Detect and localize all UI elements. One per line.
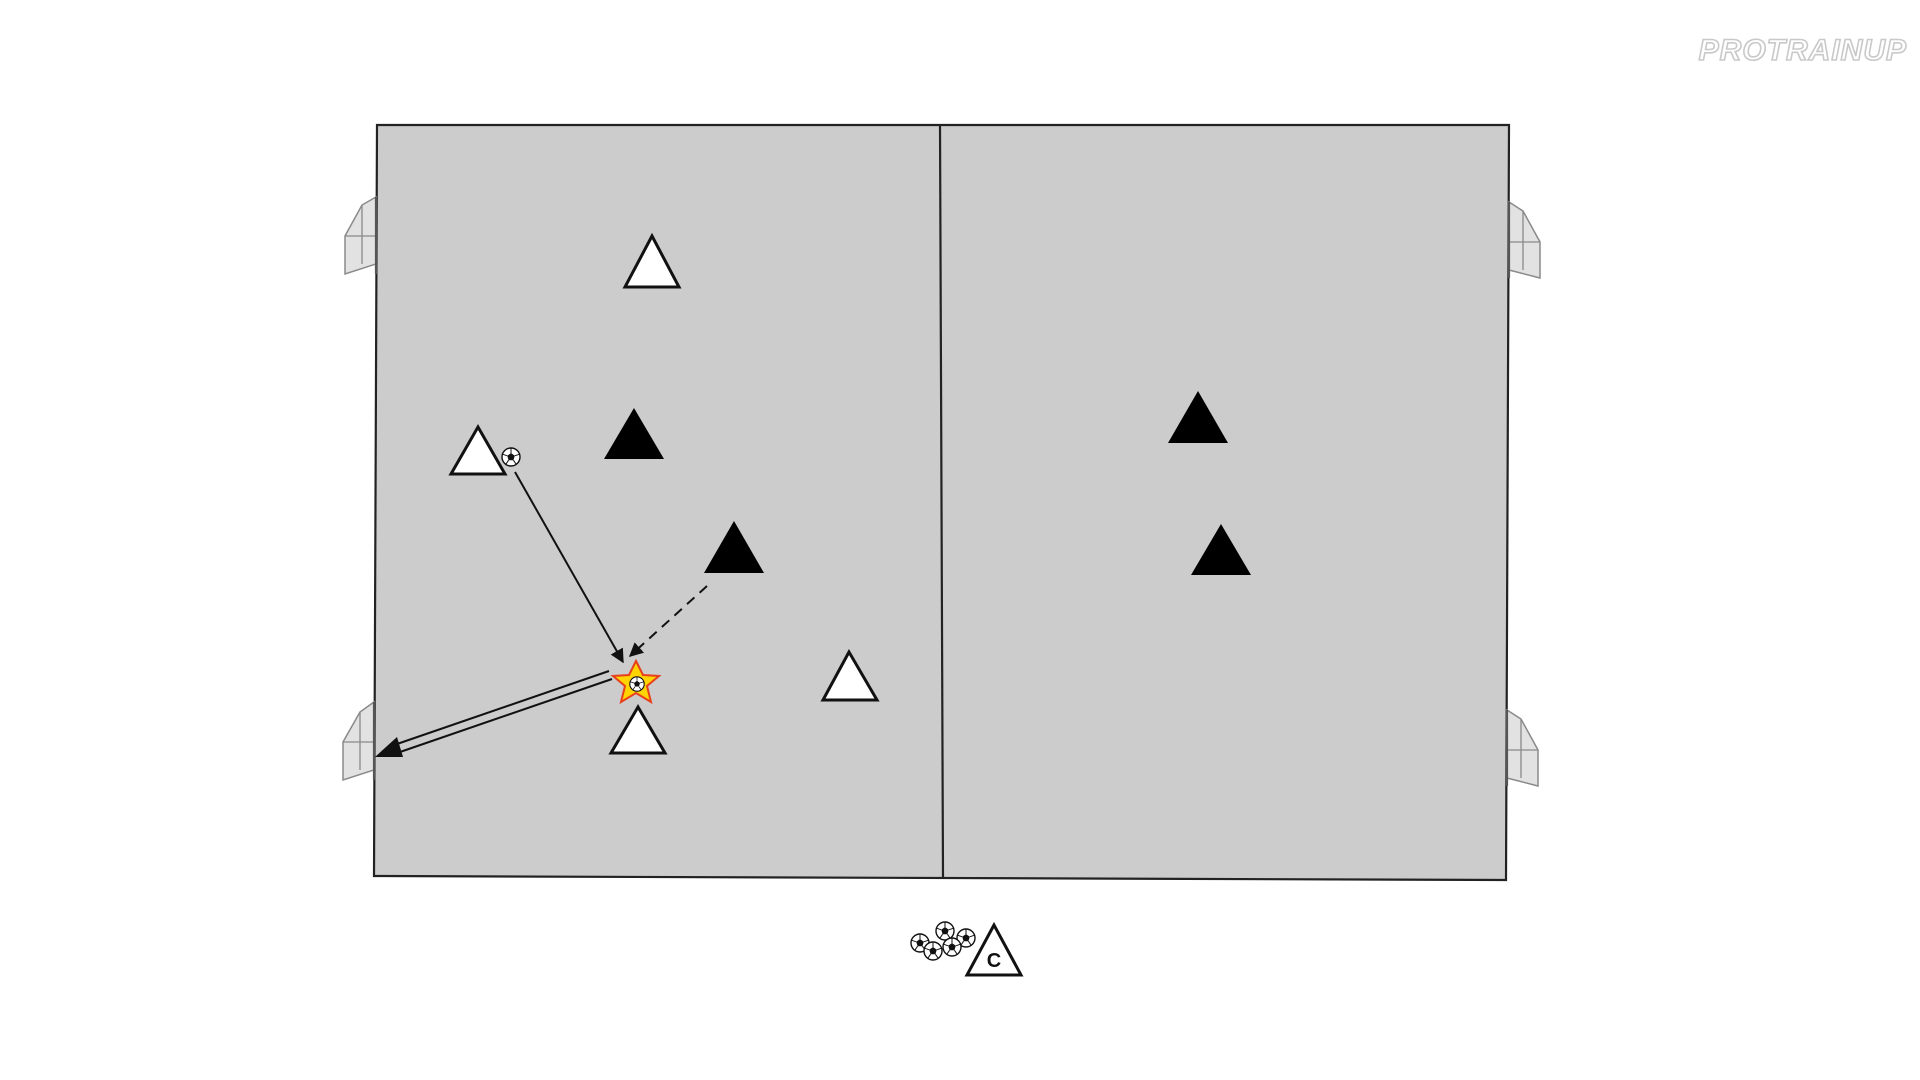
highlight-star	[610, 658, 662, 705]
coach-label: C	[987, 950, 1001, 972]
right-top-goal	[1507, 200, 1541, 279]
white-player	[448, 423, 508, 476]
white-player	[622, 232, 682, 289]
white-player	[608, 704, 668, 755]
pitch	[372, 123, 1511, 882]
left-bottom-goal	[342, 700, 376, 782]
pass-arrow	[514, 471, 624, 664]
ball-pile	[910, 921, 976, 961]
ball	[501, 447, 521, 467]
coach: C	[964, 921, 1024, 977]
right-bottom-goal	[1505, 708, 1539, 787]
white-player	[820, 648, 880, 702]
shot-arrow	[375, 670, 613, 757]
left-top-goal	[344, 195, 378, 276]
halfway-line	[938, 124, 945, 879]
black-player	[1191, 524, 1251, 575]
black-player	[604, 408, 664, 459]
run-arrow	[628, 585, 708, 657]
black-player	[704, 521, 764, 573]
brand-logo: PROTRAINUP	[1699, 34, 1907, 67]
black-player	[1168, 391, 1228, 443]
